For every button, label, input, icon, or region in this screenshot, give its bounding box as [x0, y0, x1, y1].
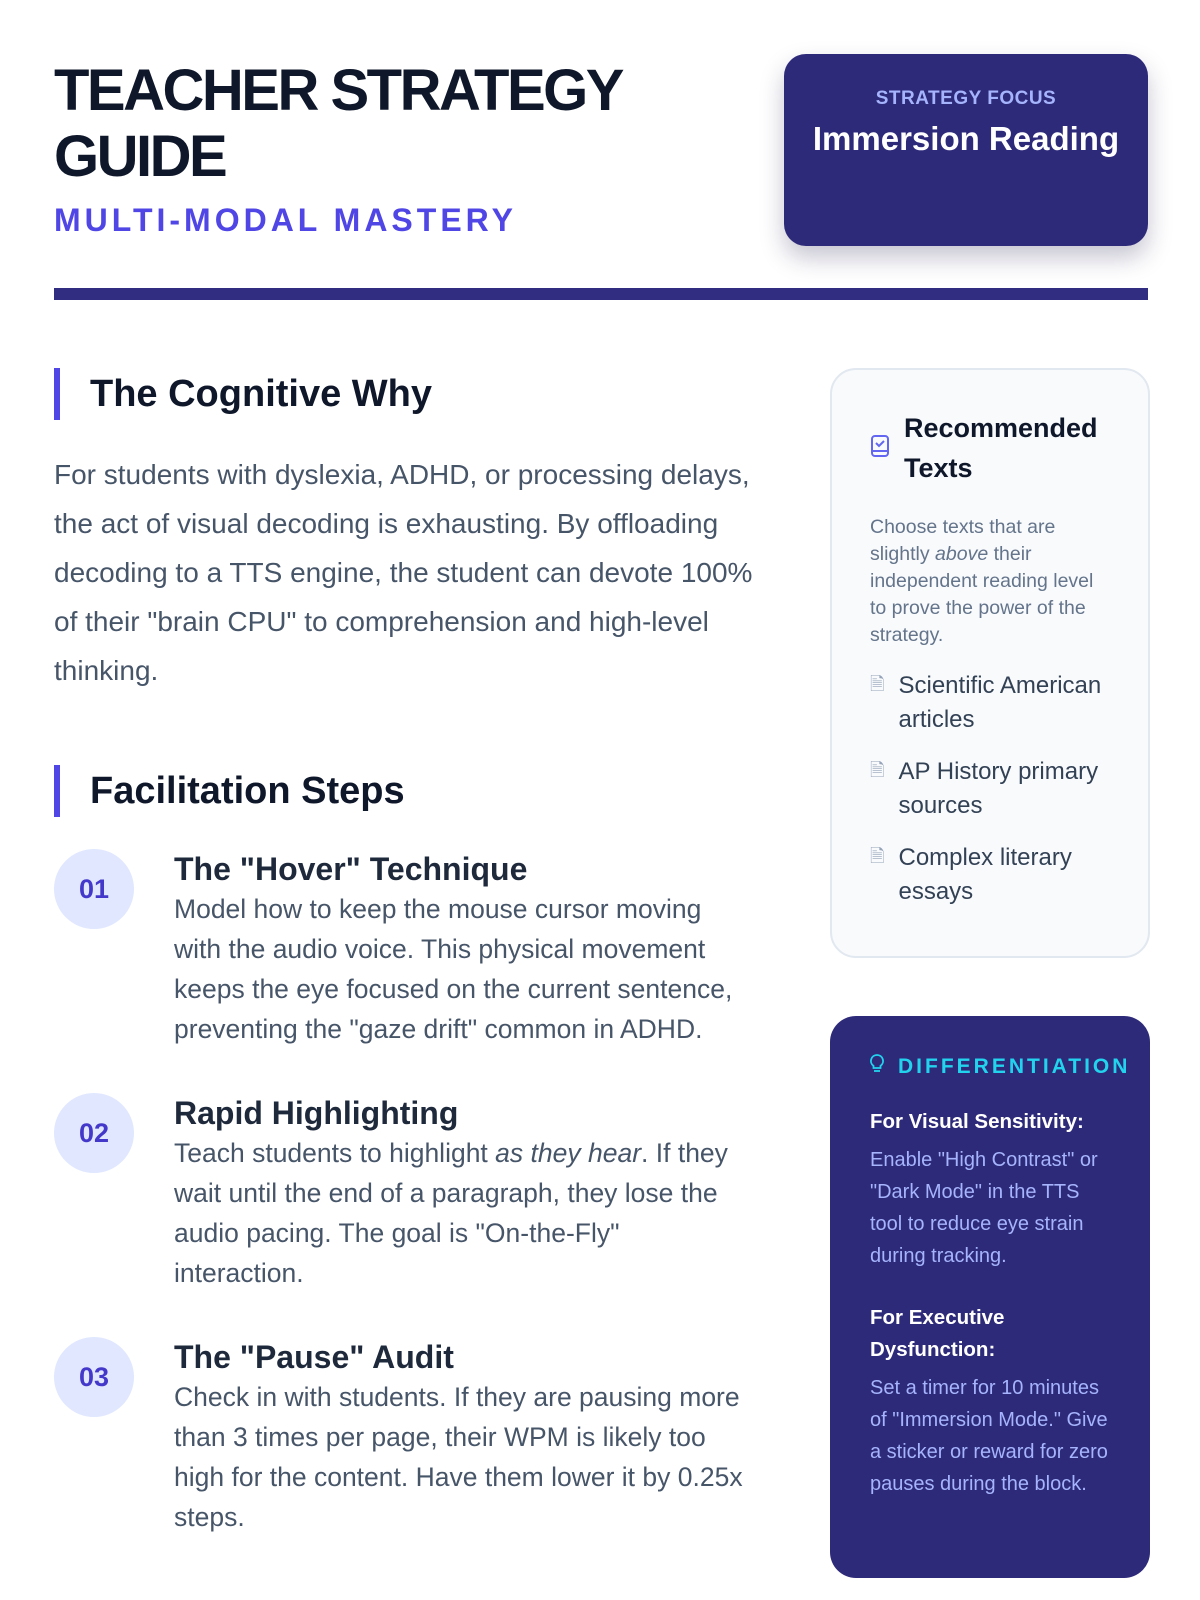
step-text: Teach students to highlight as they hear… — [174, 1133, 754, 1293]
header: TEACHER STRATEGY GUIDE MULTI-MODAL MASTE… — [54, 54, 1148, 246]
step-title: The "Hover" Technique — [174, 851, 528, 887]
desc-emphasis: above — [935, 543, 989, 565]
document-icon: 🗎 — [870, 674, 885, 694]
header-divider — [54, 288, 1148, 300]
step-number: 01 — [54, 849, 134, 929]
recommended-texts-desc: Choose texts that are slightly above the… — [870, 514, 1110, 649]
differentiation-title: DIFFERENTIATION — [898, 1055, 1131, 1078]
differentiation-header: DIFFERENTIATION — [870, 1054, 1127, 1080]
step-title: The "Pause" Audit — [174, 1339, 454, 1375]
recommended-texts-title: Recommended Texts — [904, 413, 1098, 483]
list-item-label: AP History primary sources — [898, 758, 1099, 819]
group-heading: For Visual Sensitivity: — [870, 1110, 1084, 1133]
desc-part: their independent reading level to prove… — [870, 543, 1094, 646]
step-text: Check in with students. If they are paus… — [174, 1382, 743, 1532]
step-title: Rapid Highlighting — [174, 1095, 459, 1131]
step-text-part: Teach students to highlight — [174, 1138, 496, 1168]
page-subtitle: MULTI-MODAL MASTERY — [54, 202, 517, 238]
list-item-label: Complex literary essays — [898, 844, 1072, 905]
group-heading: For Executive Dysfunction: — [870, 1306, 1005, 1361]
list-item-label: Scientific American articles — [898, 672, 1102, 733]
list-item: 🗎 AP History primary sources — [870, 755, 1110, 823]
badge-label: STRATEGY FOCUS — [875, 88, 1057, 109]
step-item: 01 The "Hover" Technique Model how to ke… — [54, 849, 754, 1049]
document-icon: 🗎 — [870, 760, 885, 780]
list-item: 🗎 Complex literary essays — [870, 841, 1110, 909]
desc-part: Choose texts that are slightly — [870, 516, 1056, 565]
list-item: 🗎 Scientific American articles — [870, 669, 1110, 737]
step-item: 03 The "Pause" Audit Check in with stude… — [54, 1337, 754, 1537]
book-check-icon — [870, 434, 890, 463]
group-text: Enable "High Contrast" or "Dark Mode" in… — [870, 1149, 1098, 1267]
step-number: 02 — [54, 1093, 134, 1173]
page-title: TEACHER STRATEGY GUIDE — [54, 58, 623, 189]
step-item: 02 Rapid Highlighting Teach students to … — [54, 1093, 754, 1293]
card-header: Recommended Texts — [870, 408, 1110, 488]
group-text: Set a timer for 10 minutes of "Immersion… — [870, 1377, 1108, 1495]
lightbulb-icon — [870, 1054, 884, 1080]
differentiation-card: DIFFERENTIATION For Visual Sensitivity: … — [830, 1016, 1150, 1578]
strategy-focus-badge: STRATEGY FOCUS Immersion Reading — [784, 54, 1148, 246]
recommended-texts-list: 🗎 Scientific American articles 🗎 AP Histor… — [870, 669, 1110, 909]
main-column: The Cognitive Why For students with dysl… — [54, 368, 754, 1537]
step-text: Model how to keep the mouse cursor movin… — [174, 894, 733, 1044]
badge-value: Immersion Reading — [812, 120, 1120, 157]
recommended-texts-card: Recommended Texts Choose texts that are … — [830, 368, 1150, 958]
cognitive-why-heading: The Cognitive Why — [54, 368, 754, 420]
step-number: 03 — [54, 1337, 134, 1417]
document-icon: 🗎 — [870, 846, 885, 866]
step-text-emphasis: as they hear — [495, 1138, 642, 1168]
facilitation-steps-heading: Facilitation Steps — [54, 765, 754, 817]
step-text-part: . If they wait until the end of a paragr… — [174, 1138, 728, 1288]
cognitive-why-text: For students with dyslexia, ADHD, or pro… — [54, 459, 753, 686]
